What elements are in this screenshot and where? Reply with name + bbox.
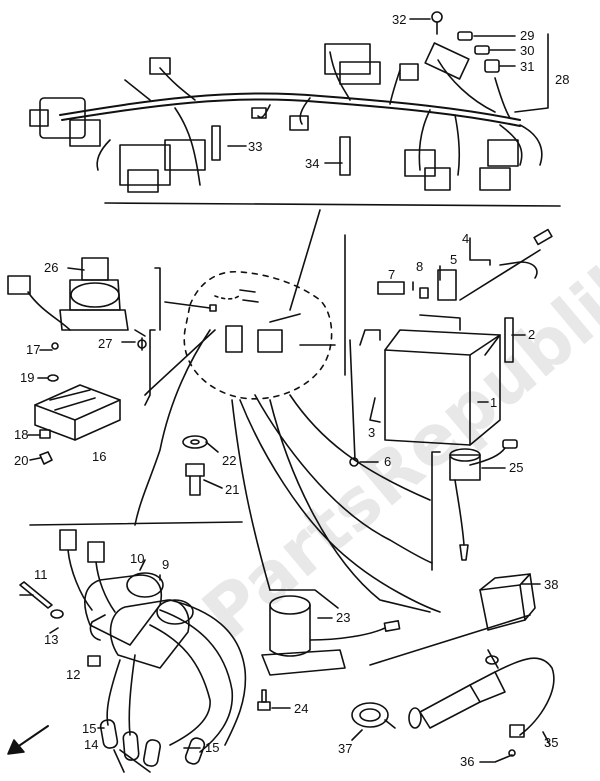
stop-switch-35 <box>408 649 555 738</box>
callout-35: 35 <box>544 735 558 750</box>
callout-16: 16 <box>92 449 106 464</box>
callout-13: 13 <box>44 632 58 647</box>
clamp-37 <box>351 702 396 729</box>
watermark: PartsRepublik <box>187 237 600 656</box>
callout-26: 26 <box>44 260 58 275</box>
regulator <box>34 384 121 441</box>
callout-29: 29 <box>520 28 534 43</box>
callout-33: 33 <box>248 139 262 154</box>
callout-12: 12 <box>66 667 80 682</box>
washer-22 <box>182 435 208 449</box>
pressure-sensor <box>261 595 401 676</box>
bracket-28 <box>514 33 549 113</box>
callout-2: 2 <box>528 327 535 342</box>
callout-30: 30 <box>520 43 534 58</box>
callout-7: 7 <box>388 267 395 282</box>
callout-18: 18 <box>14 427 28 442</box>
frame-outline <box>144 267 336 406</box>
callout-21: 21 <box>225 482 239 497</box>
harness-frame-line <box>104 202 561 207</box>
callout-3: 3 <box>368 425 375 440</box>
callout-28: 28 <box>555 72 569 87</box>
callout-32: 32 <box>392 12 406 27</box>
callout-9: 9 <box>162 557 169 572</box>
horn-38 <box>479 573 536 631</box>
callout-11: 11 <box>34 567 48 582</box>
pointer-center <box>289 209 321 311</box>
ignition-switch <box>7 257 129 331</box>
callout-36: 36 <box>460 754 474 769</box>
callout-17: 17 <box>26 342 40 357</box>
callout-19: 19 <box>20 370 34 385</box>
callout-8: 8 <box>416 259 423 274</box>
callout-5: 5 <box>450 252 457 267</box>
bolt-21 <box>185 463 205 496</box>
callout-24: 24 <box>294 701 308 716</box>
callout-15b: 15 <box>205 740 219 755</box>
callout-25: 25 <box>509 460 523 475</box>
bracket-relay <box>431 451 441 571</box>
callout-34: 34 <box>305 156 319 171</box>
callout-4: 4 <box>462 231 469 246</box>
callout-1: 1 <box>490 395 497 410</box>
callout-14: 14 <box>84 737 98 752</box>
callout-20: 20 <box>14 453 28 468</box>
callout-27: 27 <box>98 336 112 351</box>
sensor-frame-line <box>269 589 339 609</box>
callout-23: 23 <box>336 610 350 625</box>
callout-6: 6 <box>384 454 391 469</box>
callout-15a: 15 <box>82 721 96 736</box>
starter-relay <box>449 439 518 561</box>
callout-10: 10 <box>130 551 144 566</box>
callout-37: 37 <box>338 741 352 756</box>
plug-leads <box>99 599 247 767</box>
ignition-coils <box>59 529 194 669</box>
battery <box>349 228 553 467</box>
callout-31: 31 <box>520 59 534 74</box>
right-frame-line <box>369 614 531 666</box>
wire-harness <box>29 11 543 193</box>
screw-36 <box>494 749 516 763</box>
bolt-24 <box>257 689 271 711</box>
callout-22: 22 <box>222 453 236 468</box>
callout-38: 38 <box>544 577 558 592</box>
